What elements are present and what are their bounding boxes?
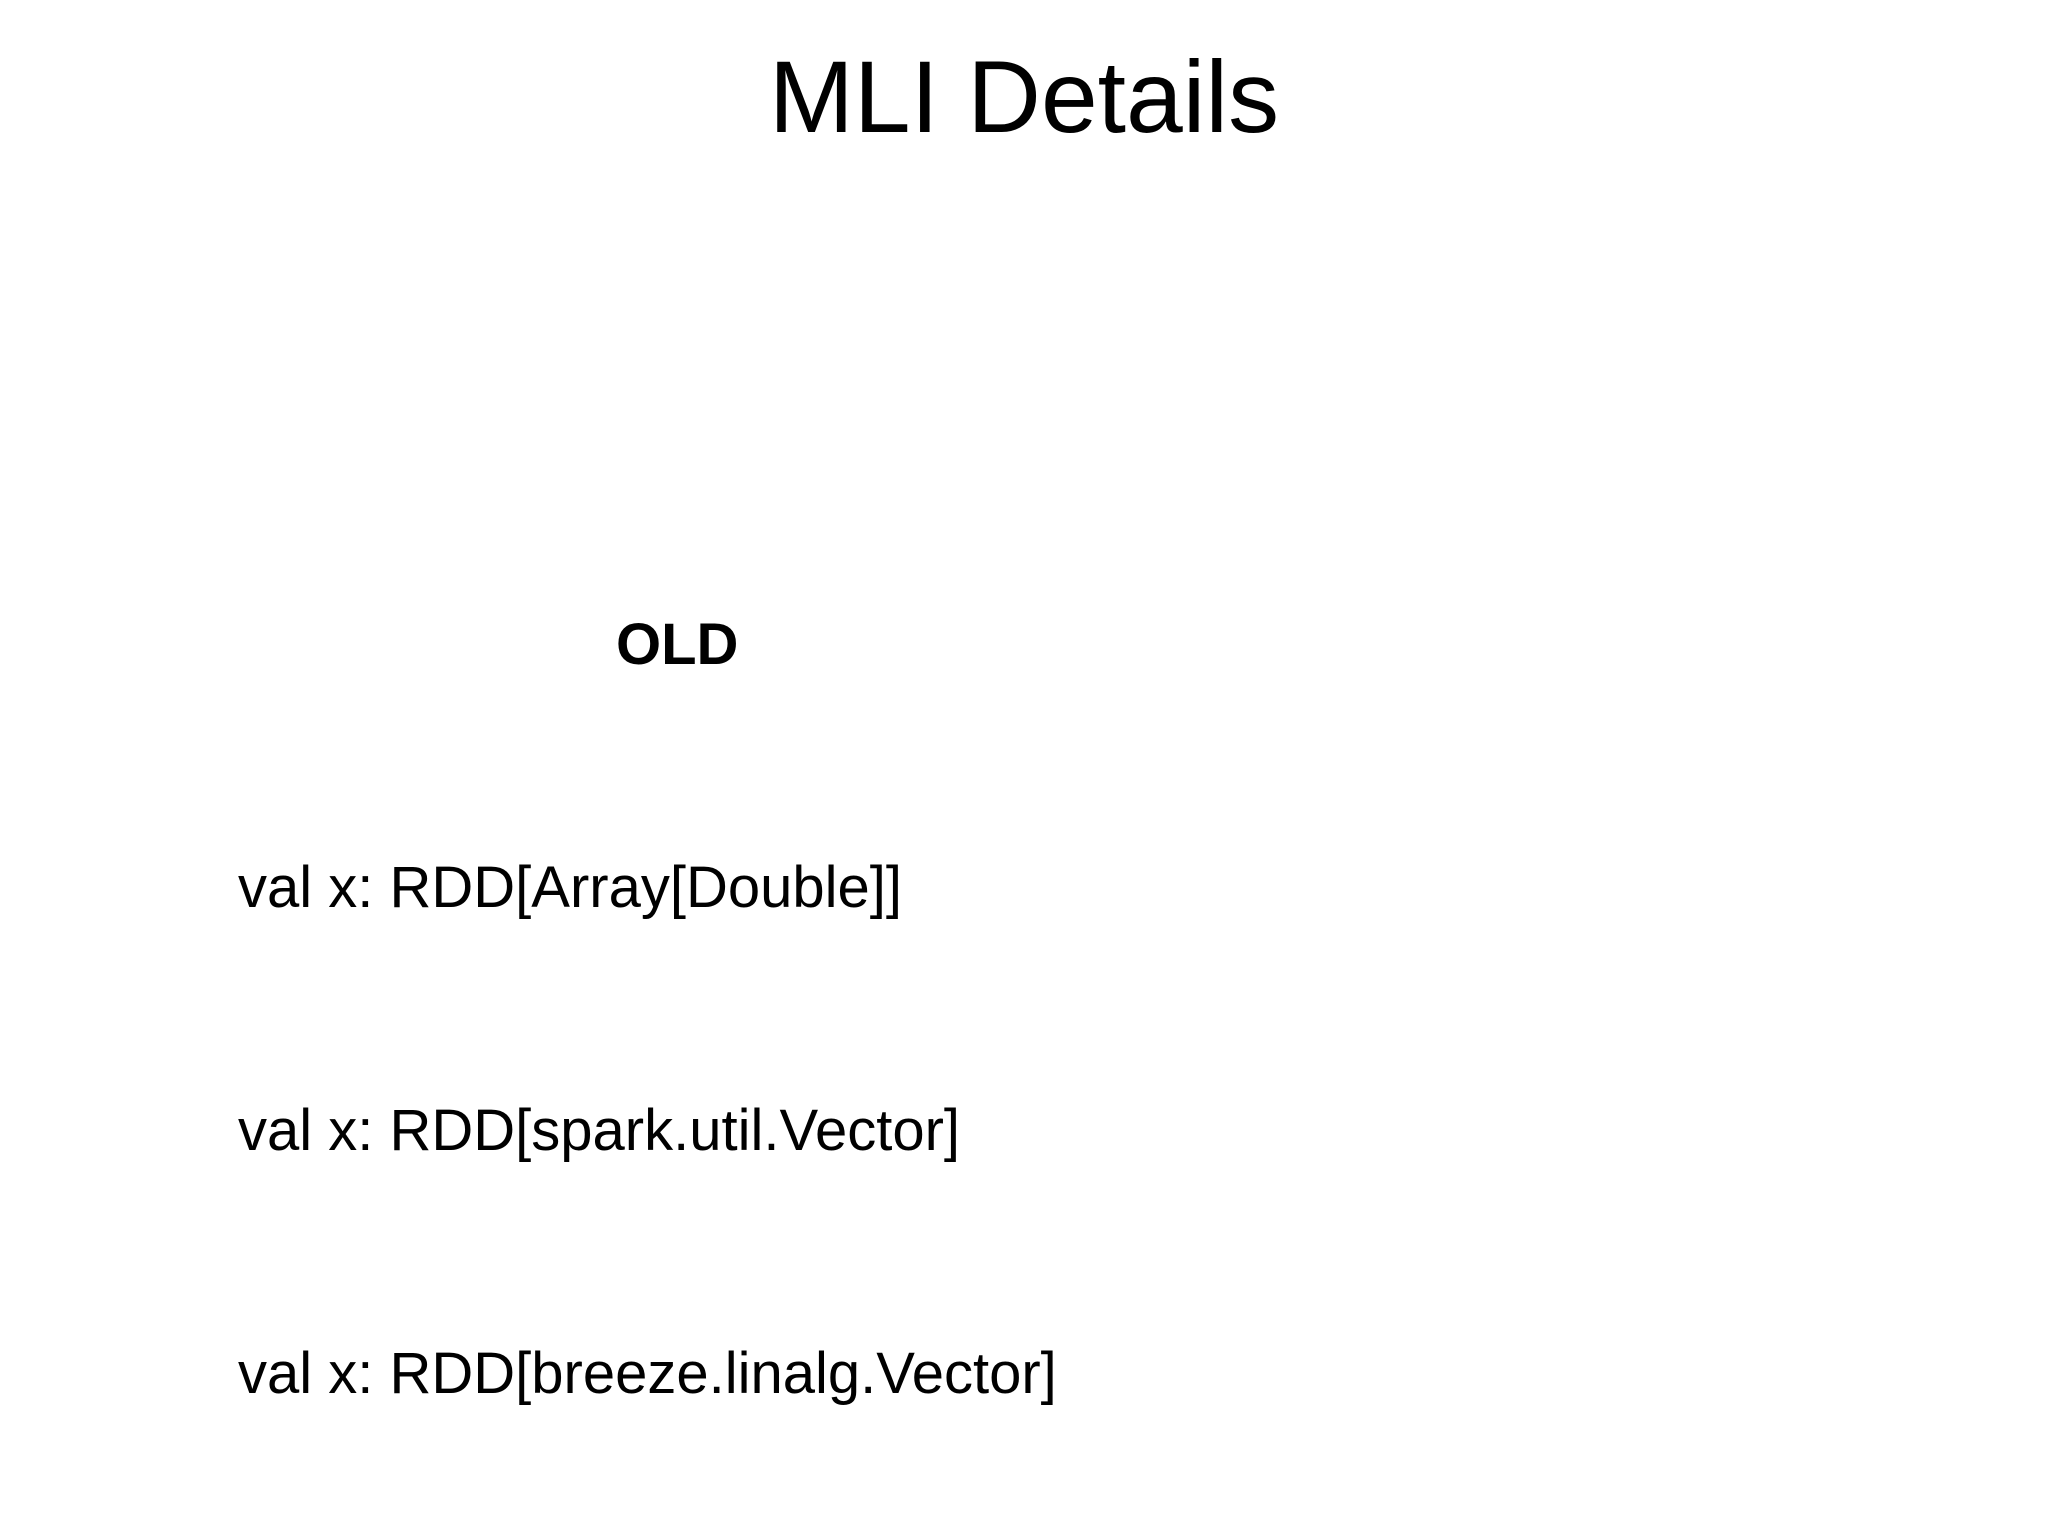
code-line: val x: RDD[Array[Double]]	[238, 855, 902, 920]
old-section-label: OLD	[616, 612, 739, 677]
code-line: val x: RDD[spark.util.Vector]	[238, 1098, 960, 1163]
slide-title: MLI Details	[768, 40, 1280, 154]
content-block: OLD val x: RDD[Array[Double]] val x: RDD…	[238, 442, 1057, 1536]
code-line: val x: RDD[breeze.linalg.Vector]	[238, 1341, 1057, 1406]
